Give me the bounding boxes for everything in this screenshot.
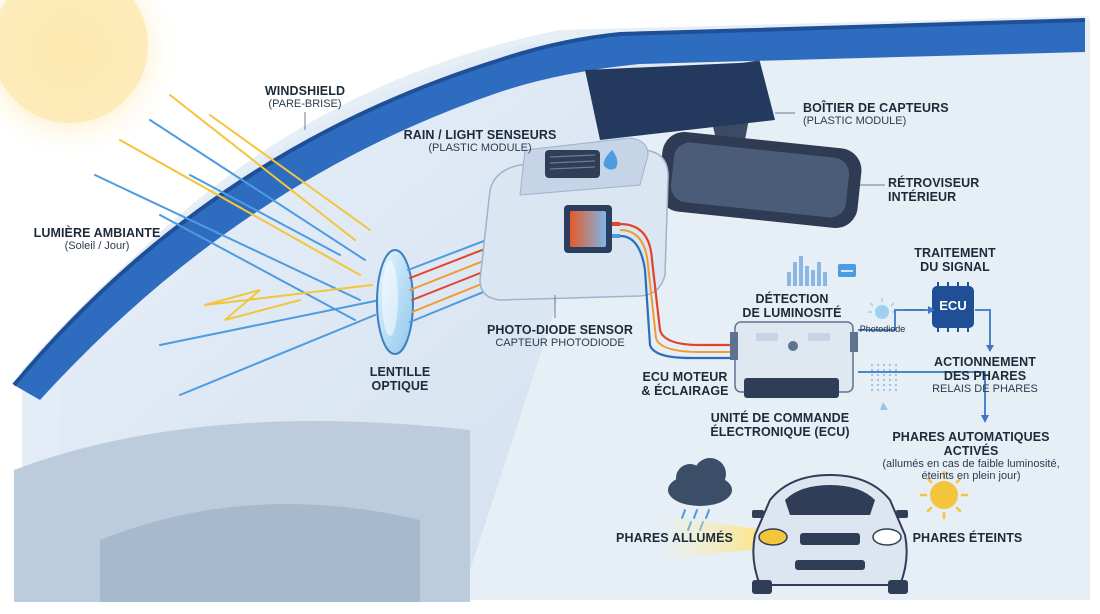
label-control-unit: UNITÉ DE COMMANDE ÉLECTRONIQUE (ECU) [700, 411, 860, 439]
photodiode-title: PHOTO-DIODE SENSOR [486, 323, 634, 337]
car-front-icon [752, 473, 908, 594]
headlights-off-title: PHARES ÉTEINTS [912, 531, 1023, 545]
signal-bars-icon [787, 256, 827, 286]
label-ecu-motor: ECU MOTEUR & ÉCLAIRAGE [640, 370, 730, 398]
windshield-sub: (PARE-BRISE) [268, 98, 342, 110]
detection-title-1: DÉTECTION [755, 292, 829, 306]
rain-light-sub: (PLASTIC MODULE) [428, 142, 532, 154]
photodiode-sub: CAPTEUR PHOTODIODE [495, 337, 625, 349]
actuation-title-1: ACTIONNEMENT [934, 355, 1036, 369]
label-lens: LENTILLE OPTIQUE [350, 365, 450, 393]
label-headlights-on: PHARES ALLUMÉS [612, 531, 737, 545]
signal-arrows [858, 309, 991, 415]
detection-title-2: DE LUMINOSITÉ [742, 306, 842, 320]
sensor-housing-title: BOÎTIER DE CAPTEURS [803, 101, 949, 115]
wire-blue [619, 234, 735, 360]
control-unit-title-1: UNITÉ DE COMMANDE [710, 411, 850, 425]
ecu-motor-title-2: & ÉCLAIRAGE [641, 384, 729, 398]
label-windshield: WINDSHIELD (PARE-BRISE) [255, 84, 355, 110]
ecu-motor-title-1: ECU MOTEUR [642, 370, 728, 384]
label-detection: DÉTECTION DE LUMINOSITÉ [732, 292, 852, 320]
actuation-title-2: DES PHARES [943, 369, 1027, 383]
lens-title-2: OPTIQUE [371, 379, 429, 393]
label-photodiode: PHOTO-DIODE SENSOR CAPTEUR PHOTODIODE [480, 323, 640, 349]
sensor-housing-sub: (PLASTIC MODULE) [803, 115, 907, 127]
actuation-sub: RELAIS DE PHARES [932, 383, 1038, 395]
headlights-on-title: PHARES ALLUMÉS [616, 531, 733, 545]
rain-cloud-icon [668, 458, 732, 531]
lens-title-1: LENTILLE [369, 365, 431, 379]
label-sensor-housing: BOÎTIER DE CAPTEURS (PLASTIC MODULE) [803, 101, 953, 127]
rain-light-title: RAIN / LIGHT SENSEURS [403, 128, 557, 142]
control-unit-title-2: ÉLECTRONIQUE (ECU) [710, 425, 850, 439]
small-sun-icon [919, 470, 969, 520]
label-signal: TRAITEMENT DU SIGNAL [905, 246, 1005, 274]
mirror-title-2: INTÉRIEUR [888, 190, 957, 204]
mirror-title-1: RÉTROVISEUR [888, 176, 980, 190]
ecu-chip-label: ECU [939, 298, 967, 313]
ecu-box [730, 321, 858, 398]
signal-title-1: TRAITEMENT [914, 246, 996, 260]
headlight-beam [660, 515, 765, 560]
windshield-frame [14, 20, 1085, 400]
auto-headlights-title: PHARES AUTOMATIQUES ACTIVÉS [892, 430, 1050, 458]
windshield-title: WINDSHIELD [264, 84, 346, 98]
auto-headlights-sub-1: (allumés en cas de faible luminosité, [882, 458, 1060, 470]
label-rain-light: RAIN / LIGHT SENSEURS (PLASTIC MODULE) [400, 128, 560, 154]
label-actuation: ACTIONNEMENT DES PHARES RELAIS DE PHARES [925, 355, 1045, 395]
ambient-light-title: LUMIÈRE AMBIANTE [33, 226, 161, 240]
auto-headlights-sub-2: éteints en plein jour) [921, 470, 1021, 483]
ambient-light-sub: (Soleil / Jour) [64, 240, 130, 252]
signal-title-2: DU SIGNAL [920, 260, 990, 274]
ambient-light-rays [94, 94, 381, 396]
label-headlights-off: PHARES ÉTEINTS [910, 531, 1025, 545]
sun-icon [0, 0, 148, 123]
label-auto-headlights: PHARES AUTOMATIQUES ACTIVÉS (allumés en … [868, 430, 1074, 483]
rain-drop-icon [603, 150, 618, 170]
wire-red [619, 222, 735, 347]
photodiode-small-label: Photodiode [859, 324, 906, 334]
ecu-chip-icon [932, 282, 974, 332]
label-mirror: RÉTROVISEUR INTÉRIEUR [888, 176, 1008, 204]
sensor-housing [585, 62, 775, 140]
label-ambient-light: LUMIÈRE AMBIANTE (Soleil / Jour) [22, 226, 172, 252]
